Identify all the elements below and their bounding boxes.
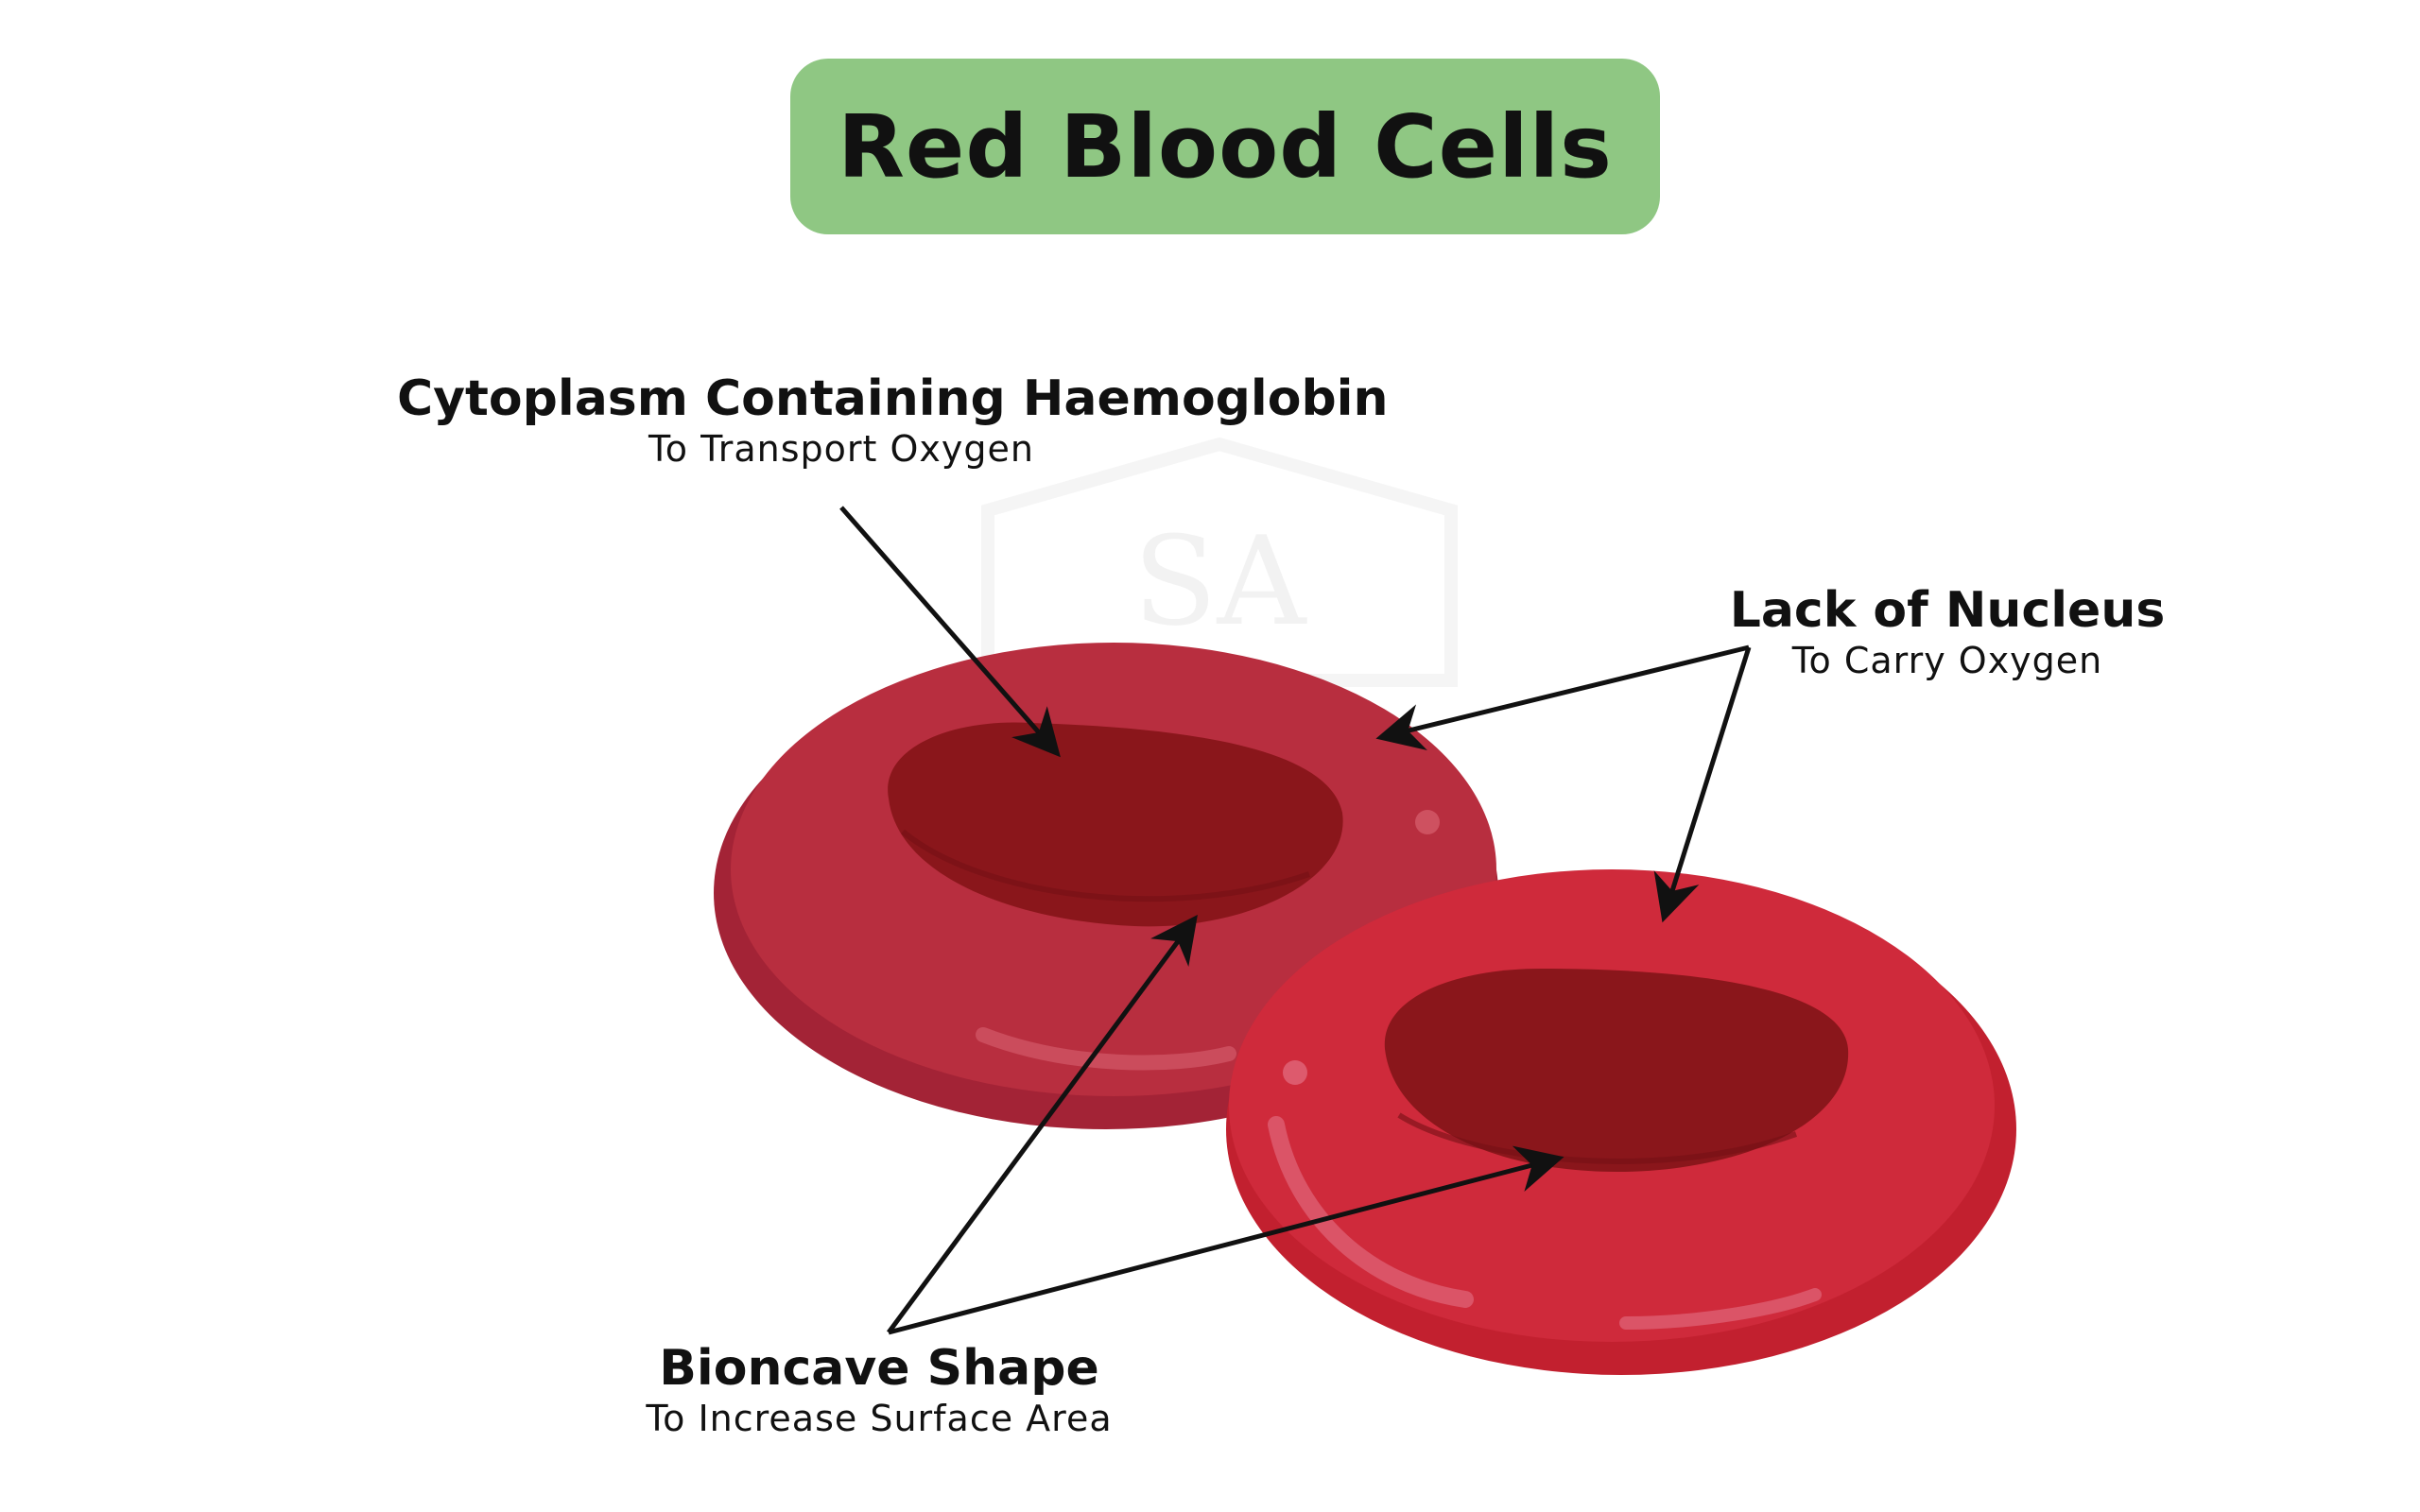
label-cytoplasm: Cytoplasm Containing Haemoglobin To Tran… — [397, 370, 1389, 471]
label-nucleus: Lack of Nucleus To Carry Oxygen — [1720, 582, 2174, 682]
arrow-cytoplasm — [839, 506, 1061, 758]
diagram-title: Red Blood Cells — [838, 95, 1613, 198]
arrow-shape-front — [888, 1145, 1564, 1335]
watermark-logo: SA — [981, 437, 1458, 687]
label-shape-subtitle: To Increase Surface Area — [646, 1398, 1113, 1439]
back-cell-center — [888, 722, 1343, 927]
label-shape: Bioncave Shape To Increase Surface Area — [586, 1340, 1172, 1440]
label-nucleus-subtitle: To Carry Oxygen — [1791, 640, 2103, 681]
label-nucleus-title: Lack of Nucleus — [1729, 582, 2166, 639]
arrow-nucleus-back — [1375, 644, 1750, 750]
watermark-text: SA — [1133, 509, 1308, 653]
title-banner: Red Blood Cells — [790, 59, 1660, 234]
arrow-nucleus-front — [1653, 646, 1752, 923]
label-shape-title: Bioncave Shape — [659, 1340, 1099, 1397]
label-cytoplasm-title: Cytoplasm Containing Haemoglobin — [397, 370, 1389, 427]
arrows — [839, 506, 1752, 1335]
red-blood-cell-front — [1226, 869, 2016, 1375]
label-cytoplasm-subtitle: To Transport Oxygen — [648, 428, 1034, 470]
arrow-shape-back — [886, 914, 1198, 1334]
front-cell-center — [1384, 969, 1849, 1172]
